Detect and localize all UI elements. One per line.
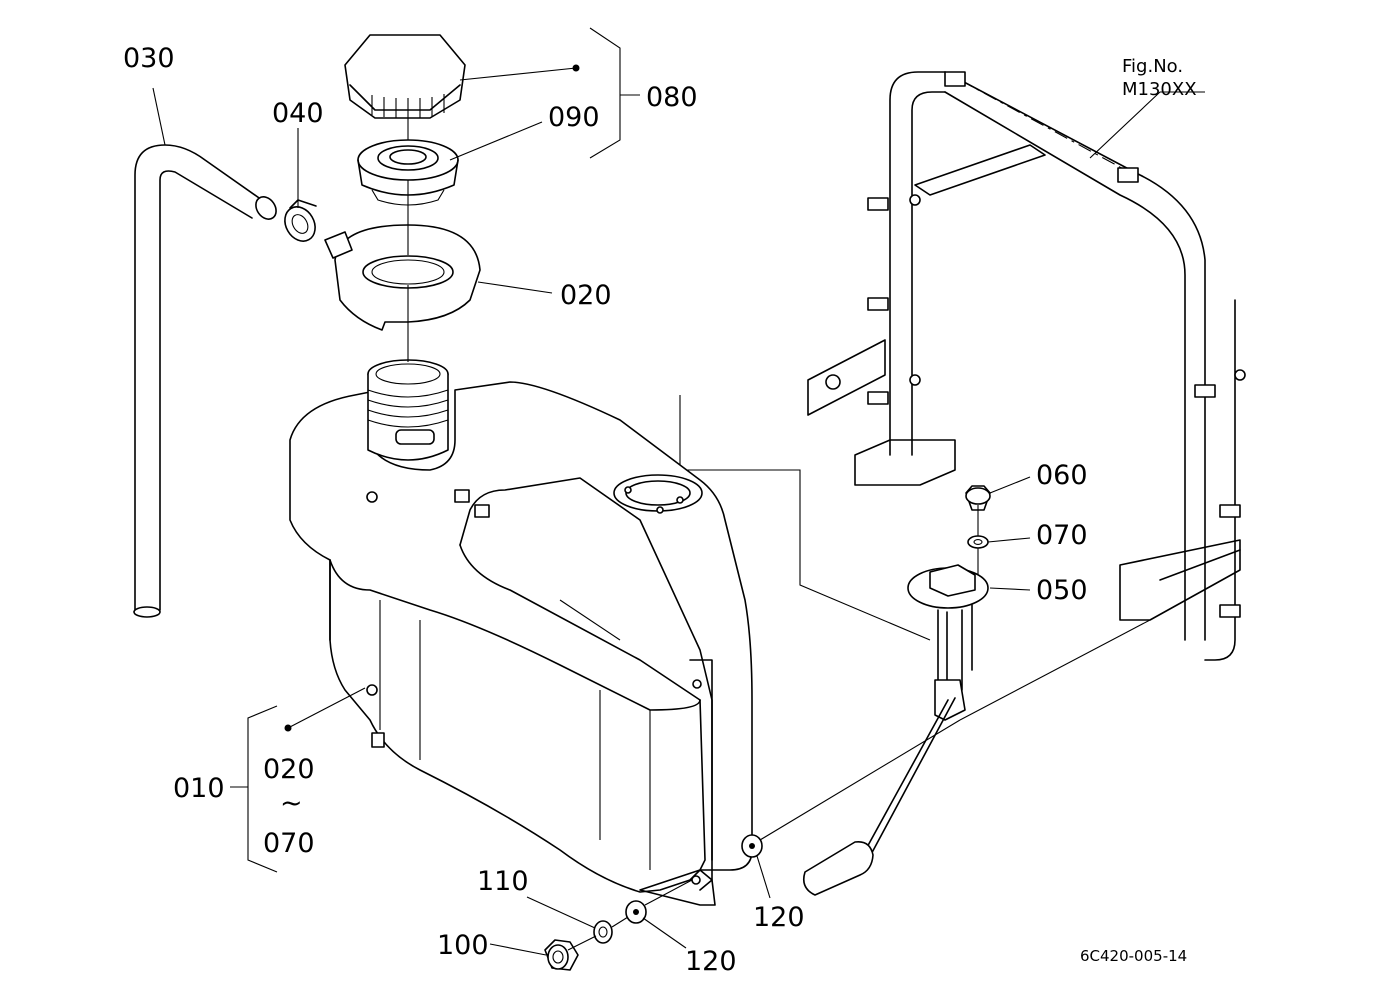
tank-bolt bbox=[371, 489, 490, 748]
callout-labels: 030 040 090 080 020 060 070 050 010 020 … bbox=[123, 43, 1088, 977]
filler-flange bbox=[324, 224, 481, 331]
figure-reference: Fig.No. M130XX bbox=[1122, 56, 1197, 100]
tank-pump-port bbox=[613, 474, 703, 514]
callout-030: 030 bbox=[123, 43, 175, 74]
callout-060: 060 bbox=[1036, 460, 1088, 491]
callout-120-rear: 120 bbox=[753, 902, 805, 933]
hose-clamp bbox=[284, 199, 317, 242]
callout-080: 080 bbox=[646, 82, 698, 113]
fig-ref-title: Fig.No. bbox=[1122, 56, 1183, 77]
drawing-code: 6C420-005-14 bbox=[1080, 947, 1187, 965]
sender-washer bbox=[967, 535, 989, 549]
callout-110: 110 bbox=[477, 866, 529, 897]
frame-bolts bbox=[867, 71, 1246, 618]
callout-100: 100 bbox=[437, 930, 489, 961]
rubber-washer-rear bbox=[741, 834, 763, 858]
range-start-label: 020 bbox=[263, 754, 315, 785]
fuel-tank bbox=[289, 359, 753, 906]
fuel-sender-unit bbox=[802, 564, 989, 896]
callout-010: 010 bbox=[173, 773, 225, 804]
range-end-label: 070 bbox=[263, 828, 315, 859]
callout-020: 020 bbox=[560, 280, 612, 311]
rubber-washer-front bbox=[625, 900, 647, 924]
assembly-center-lines bbox=[407, 118, 1151, 951]
breather-hose bbox=[133, 144, 277, 618]
tank-lock-washer bbox=[593, 920, 613, 944]
leader-lines bbox=[152, 27, 1205, 956]
callout-090: 090 bbox=[548, 102, 600, 133]
callout-040: 040 bbox=[272, 98, 324, 129]
tank-filler-neck bbox=[367, 359, 449, 461]
callout-120-front: 120 bbox=[685, 946, 737, 977]
frame-reference bbox=[679, 71, 1246, 661]
fuel-cap bbox=[344, 34, 466, 119]
tank-nut bbox=[544, 939, 579, 971]
fig-ref-number: M130XX bbox=[1122, 79, 1197, 100]
range-separator: ~ bbox=[280, 788, 303, 819]
callout-070: 070 bbox=[1036, 520, 1088, 551]
callout-050: 050 bbox=[1036, 575, 1088, 606]
